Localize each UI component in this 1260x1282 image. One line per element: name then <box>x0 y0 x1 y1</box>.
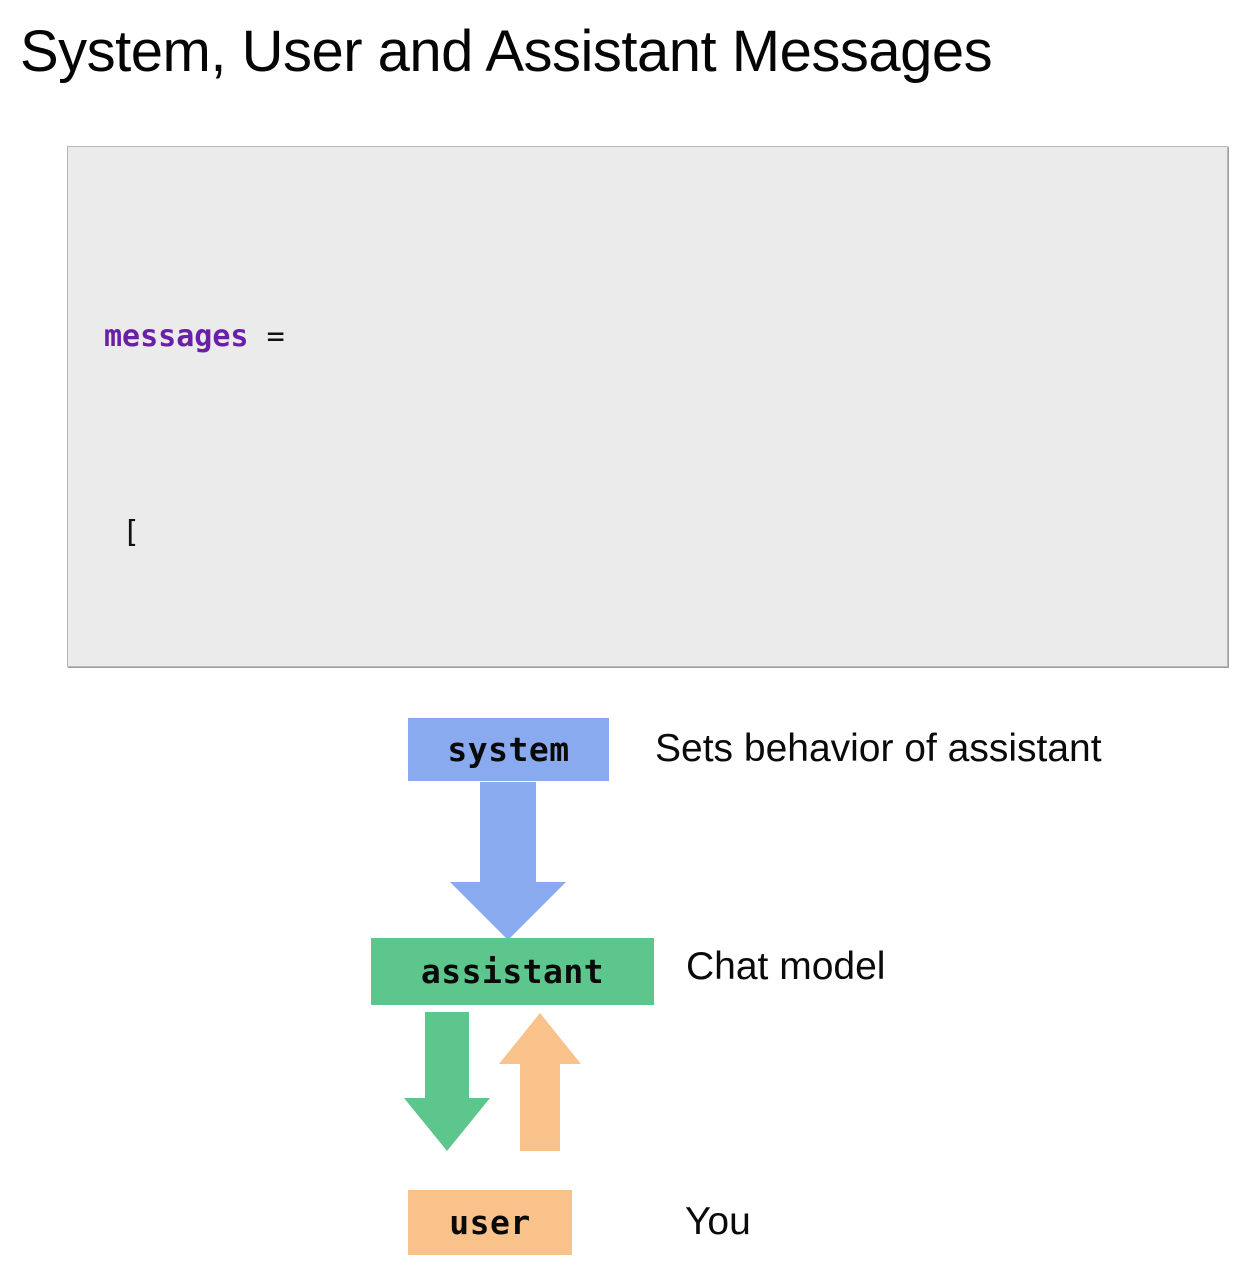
code-token-indent <box>104 515 122 550</box>
diagram-node-system-description: Sets behavior of assistant <box>655 727 1102 770</box>
code-block: messages = [ {"role": ”system", "content… <box>67 146 1228 667</box>
diagram-node-system: system <box>408 718 609 781</box>
code-listing: messages = [ {"role": ”system", "content… <box>104 165 826 666</box>
page-title: System, User and Assistant Messages <box>20 19 993 84</box>
diagram-node-assistant: assistant <box>371 938 654 1005</box>
arrow-user-to-assistant-icon <box>499 1013 581 1151</box>
diagram-node-user: user <box>408 1190 572 1255</box>
code-token-space <box>249 319 267 354</box>
code-token-open-bracket: [ <box>122 515 141 550</box>
arrow-assistant-to-user-icon <box>404 1012 490 1151</box>
diagram-node-assistant-description: Chat model <box>686 945 886 988</box>
code-token-equals: = <box>266 319 285 354</box>
code-line-assign: messages = <box>104 312 826 361</box>
arrow-system-to-assistant-icon <box>450 782 566 940</box>
role-flow-diagram: system Sets behavior of assistant assist… <box>0 690 1260 1282</box>
code-line-open-bracket: [ <box>104 508 826 557</box>
code-token-variable: messages <box>104 319 249 354</box>
diagram-node-user-description: You <box>685 1200 751 1243</box>
